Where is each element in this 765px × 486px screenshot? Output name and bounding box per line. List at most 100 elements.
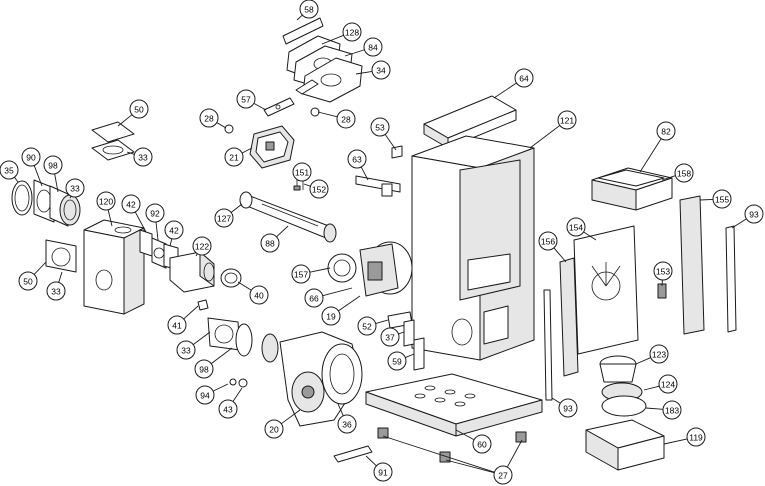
callout-34: 34 xyxy=(355,60,391,80)
callout-leader xyxy=(375,319,389,324)
callout-119: 119 xyxy=(663,427,706,447)
callout-label: 84 xyxy=(368,43,378,53)
callout-19: 19 xyxy=(321,295,361,326)
callout-circle xyxy=(43,155,63,175)
callout-93: 93 xyxy=(551,397,578,418)
callout-leader xyxy=(553,247,567,263)
callout-circle xyxy=(195,385,215,405)
callout-circle xyxy=(674,163,694,183)
flue-elbow xyxy=(169,251,215,293)
callout-leader xyxy=(639,138,662,173)
bracket-91 xyxy=(333,445,373,463)
callout-label: 155 xyxy=(715,195,729,205)
callout-circle xyxy=(145,203,165,223)
callout-label: 60 xyxy=(477,440,487,450)
callout-50: 50 xyxy=(117,99,149,127)
callout-leader xyxy=(321,34,344,45)
callout-58: 58 xyxy=(296,0,319,21)
knob-153 xyxy=(657,283,667,299)
callout-leader xyxy=(455,429,475,441)
callout-leader xyxy=(126,151,135,155)
callout-leader xyxy=(232,387,243,402)
callout-88: 88 xyxy=(260,225,289,253)
callout-label: 156 xyxy=(541,237,555,247)
callout-label: 90 xyxy=(26,153,36,163)
burner-pot-assembly xyxy=(585,355,665,471)
callout-circle xyxy=(264,419,284,439)
flue-ring-40 xyxy=(220,268,242,288)
flue-outlet-rings xyxy=(11,179,81,273)
callout-label: 41 xyxy=(172,321,182,331)
callout-52: 52 xyxy=(357,316,389,336)
callout-66: 66 xyxy=(304,287,353,308)
callout-154: 154 xyxy=(566,217,597,241)
callout-157: 157 xyxy=(291,264,331,284)
callout-20: 20 xyxy=(264,409,301,439)
callout-leader xyxy=(296,14,303,21)
callout-circle xyxy=(292,162,312,182)
callout-leader xyxy=(281,409,301,425)
small-fittings-top xyxy=(224,97,320,134)
callout-circle xyxy=(712,189,732,209)
callout-circle xyxy=(96,191,116,211)
callout-156: 156 xyxy=(538,231,567,263)
callout-label: 43 xyxy=(223,405,233,415)
flange-plate-stack xyxy=(282,17,363,103)
callout-label: 151 xyxy=(295,168,309,178)
callout-circle xyxy=(387,351,407,371)
callout-label: 37 xyxy=(385,333,395,343)
callout-label: 42 xyxy=(169,226,179,236)
callout-label: 33 xyxy=(51,287,61,297)
callout-121: 121 xyxy=(529,110,577,149)
callout-leader xyxy=(14,176,19,183)
callout-circle xyxy=(566,217,586,237)
callout-leader xyxy=(303,183,311,187)
callout-64: 64 xyxy=(493,68,534,99)
callout-43: 43 xyxy=(218,387,243,419)
callout-155: 155 xyxy=(699,189,732,209)
gas-valve-assembly xyxy=(249,125,295,169)
callout-label: 33 xyxy=(181,346,191,356)
callout-circle xyxy=(199,108,219,128)
control-box xyxy=(591,167,673,211)
callout-label: 121 xyxy=(560,116,574,126)
callout-circle xyxy=(214,208,234,228)
callout-label: 93 xyxy=(749,210,759,220)
callout-leader xyxy=(583,231,597,241)
callout-circle xyxy=(321,306,341,326)
callout-circle xyxy=(653,261,673,281)
callout-60: 60 xyxy=(455,429,492,454)
callout-leader xyxy=(54,173,59,193)
callout-82: 82 xyxy=(639,121,676,173)
callout-leader xyxy=(506,439,523,468)
callout-leader xyxy=(384,134,397,151)
callout-label: 59 xyxy=(392,357,402,367)
base-tray xyxy=(365,373,543,437)
callout-90: 90 xyxy=(21,147,43,187)
callout-circle xyxy=(176,340,196,360)
callout-122: 122 xyxy=(192,236,212,257)
callout-circle xyxy=(493,465,513,485)
callout-circle xyxy=(218,399,238,419)
callout-label: 36 xyxy=(342,420,352,430)
gaskets-top xyxy=(91,121,135,161)
callout-53: 53 xyxy=(370,117,397,151)
callout-leader xyxy=(338,295,361,312)
callout-circle xyxy=(304,288,324,308)
callout-label: 94 xyxy=(200,391,210,401)
front-panel xyxy=(559,225,639,377)
callout-label: 19 xyxy=(326,312,336,322)
callout-leader xyxy=(216,122,227,129)
callout-label: 82 xyxy=(661,127,671,137)
callout-33: 33 xyxy=(46,271,66,301)
callout-circle xyxy=(65,178,85,198)
callout-leader xyxy=(309,267,331,273)
callout-27: 27 xyxy=(382,435,523,485)
callout-circle xyxy=(656,121,676,141)
burner-assembly xyxy=(327,241,413,297)
callout-leader xyxy=(183,305,199,320)
callout-label: 66 xyxy=(309,294,319,304)
callout-33: 33 xyxy=(176,331,211,360)
callout-circle xyxy=(121,194,141,214)
